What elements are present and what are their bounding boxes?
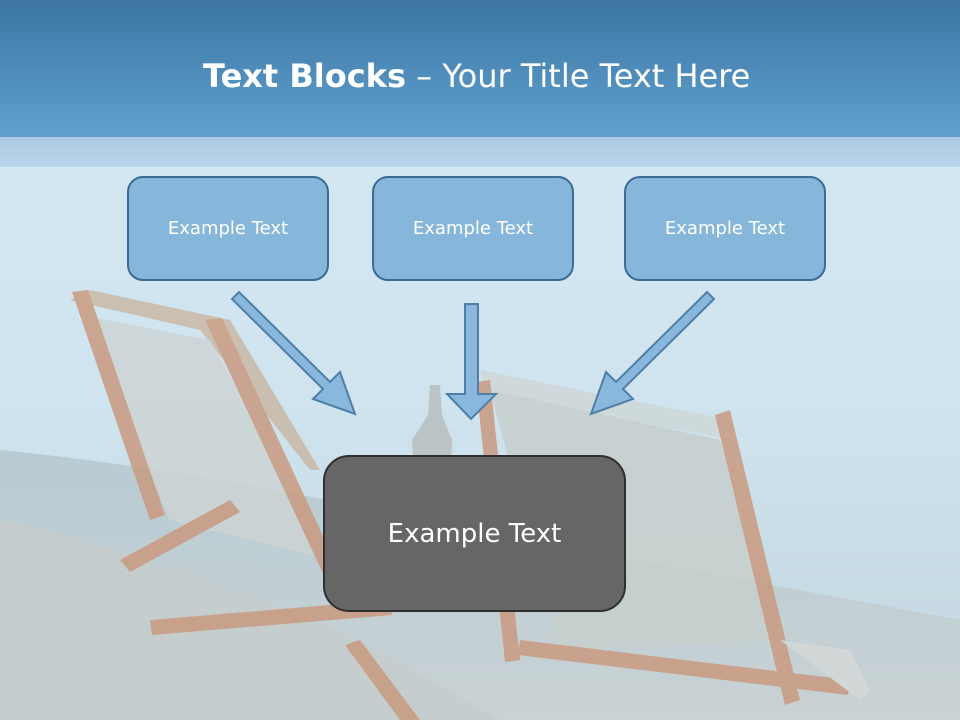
arrow-right <box>589 290 716 416</box>
text-block-3: Example Text <box>624 176 826 281</box>
text-block-1-label: Example Text <box>167 218 289 239</box>
arrow-left <box>230 290 357 416</box>
center-text-block: Example Text <box>323 455 626 612</box>
slide-title: Text Blocks – Your Title Text Here <box>203 56 750 96</box>
title-separator: – <box>406 57 443 95</box>
text-block-3-label: Example Text <box>664 218 786 239</box>
arrow-middle <box>444 303 499 421</box>
header-bar <box>0 0 960 137</box>
center-text-block-label: Example Text <box>387 518 562 549</box>
title-rest: Your Title Text Here <box>442 57 751 95</box>
text-block-2-label: Example Text <box>412 218 534 239</box>
header-band <box>0 137 960 167</box>
text-block-1: Example Text <box>127 176 329 281</box>
left-chair-shape <box>70 290 420 720</box>
text-block-2: Example Text <box>372 176 574 281</box>
title-bold: Text Blocks <box>203 57 406 95</box>
